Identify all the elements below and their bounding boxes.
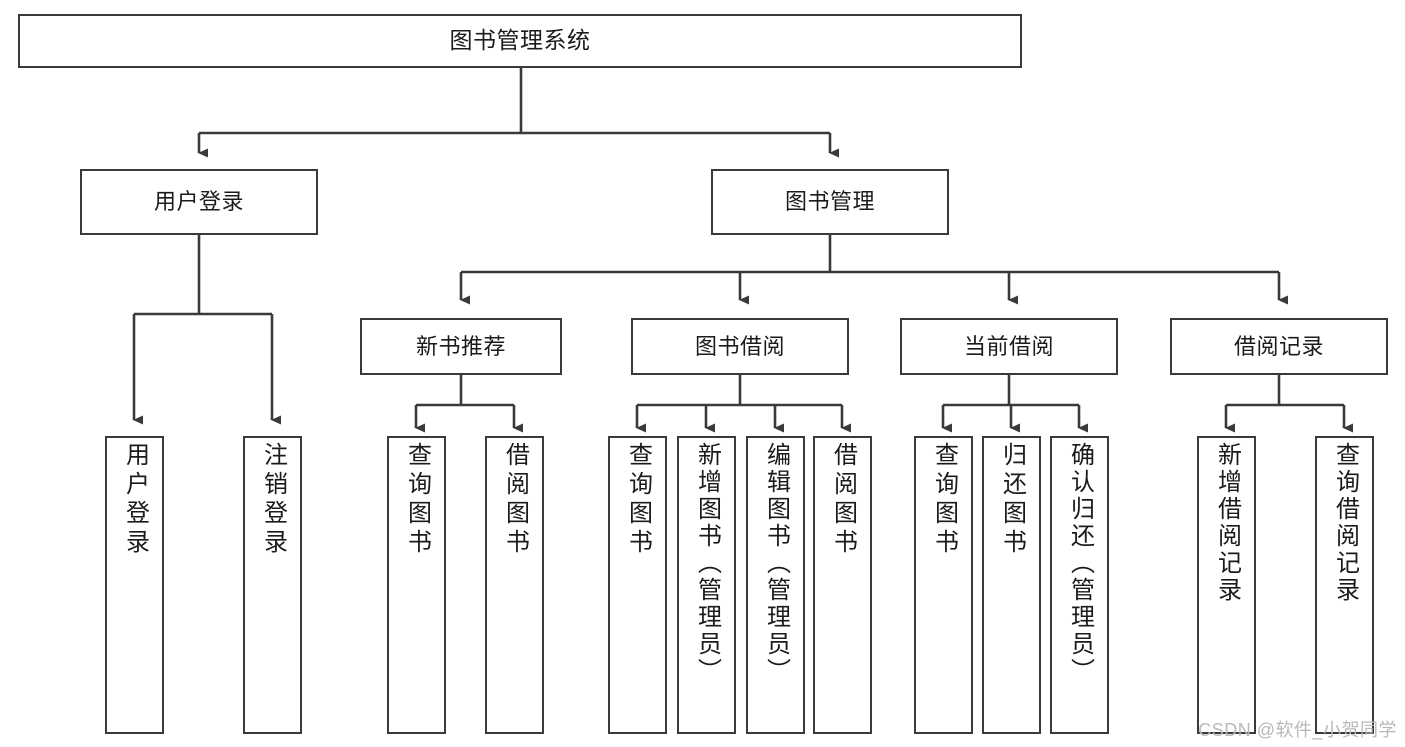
leaf-user-login[interactable]: 用户登录 bbox=[105, 436, 164, 734]
leaf-query-borrow-record[interactable]: 查询借阅记录 bbox=[1315, 436, 1374, 734]
node-label: 图书管理 bbox=[784, 189, 875, 215]
node-label: 查询图书 bbox=[403, 442, 431, 558]
node-label: 归还图书 bbox=[998, 442, 1026, 558]
node-label: 当前借阅 bbox=[963, 333, 1054, 359]
leaf-query-book-recommend[interactable]: 查询图书 bbox=[387, 436, 446, 734]
node-user-login[interactable]: 用户登录 bbox=[80, 169, 318, 235]
node-label: 借阅图书 bbox=[501, 442, 529, 558]
node-label: 确认归还（管理员） bbox=[1066, 442, 1094, 685]
leaf-query-book-borrow[interactable]: 查询图书 bbox=[608, 436, 667, 734]
node-label: 图书管理系统 bbox=[449, 27, 591, 54]
node-current-borrow[interactable]: 当前借阅 bbox=[900, 318, 1118, 375]
node-label: 图书借阅 bbox=[694, 333, 785, 359]
node-label: 借阅记录 bbox=[1233, 333, 1324, 359]
node-new-book-recommend[interactable]: 新书推荐 bbox=[360, 318, 562, 375]
node-label: 借阅图书 bbox=[829, 442, 857, 558]
leaf-return-book[interactable]: 归还图书 bbox=[982, 436, 1041, 734]
node-label: 注销登录 bbox=[259, 442, 287, 558]
node-borrow-record[interactable]: 借阅记录 bbox=[1170, 318, 1388, 375]
node-label: 用户登录 bbox=[121, 442, 149, 558]
leaf-logout[interactable]: 注销登录 bbox=[243, 436, 302, 734]
node-root-system[interactable]: 图书管理系统 bbox=[18, 14, 1022, 68]
leaf-borrow-book[interactable]: 借阅图书 bbox=[813, 436, 872, 734]
node-label: 查询图书 bbox=[930, 442, 958, 558]
node-label: 用户登录 bbox=[153, 189, 244, 215]
node-book-borrow[interactable]: 图书借阅 bbox=[631, 318, 849, 375]
node-label: 新增借阅记录 bbox=[1213, 442, 1241, 604]
leaf-add-book-admin[interactable]: 新增图书（管理员） bbox=[677, 436, 736, 734]
node-label: 编辑图书（管理员） bbox=[762, 442, 790, 685]
leaf-query-book-current[interactable]: 查询图书 bbox=[914, 436, 973, 734]
leaf-edit-book-admin[interactable]: 编辑图书（管理员） bbox=[746, 436, 805, 734]
csdn-watermark: CSDN @软件_小贺同学 bbox=[1198, 720, 1397, 740]
leaf-borrow-book-recommend[interactable]: 借阅图书 bbox=[485, 436, 544, 734]
node-label: 查询借阅记录 bbox=[1331, 442, 1359, 604]
node-label: 新书推荐 bbox=[415, 333, 506, 359]
node-book-management[interactable]: 图书管理 bbox=[711, 169, 949, 235]
leaf-confirm-return-admin[interactable]: 确认归还（管理员） bbox=[1050, 436, 1109, 734]
leaf-add-borrow-record[interactable]: 新增借阅记录 bbox=[1197, 436, 1256, 734]
node-label: 查询图书 bbox=[624, 442, 652, 558]
node-label: 新增图书（管理员） bbox=[693, 442, 721, 685]
